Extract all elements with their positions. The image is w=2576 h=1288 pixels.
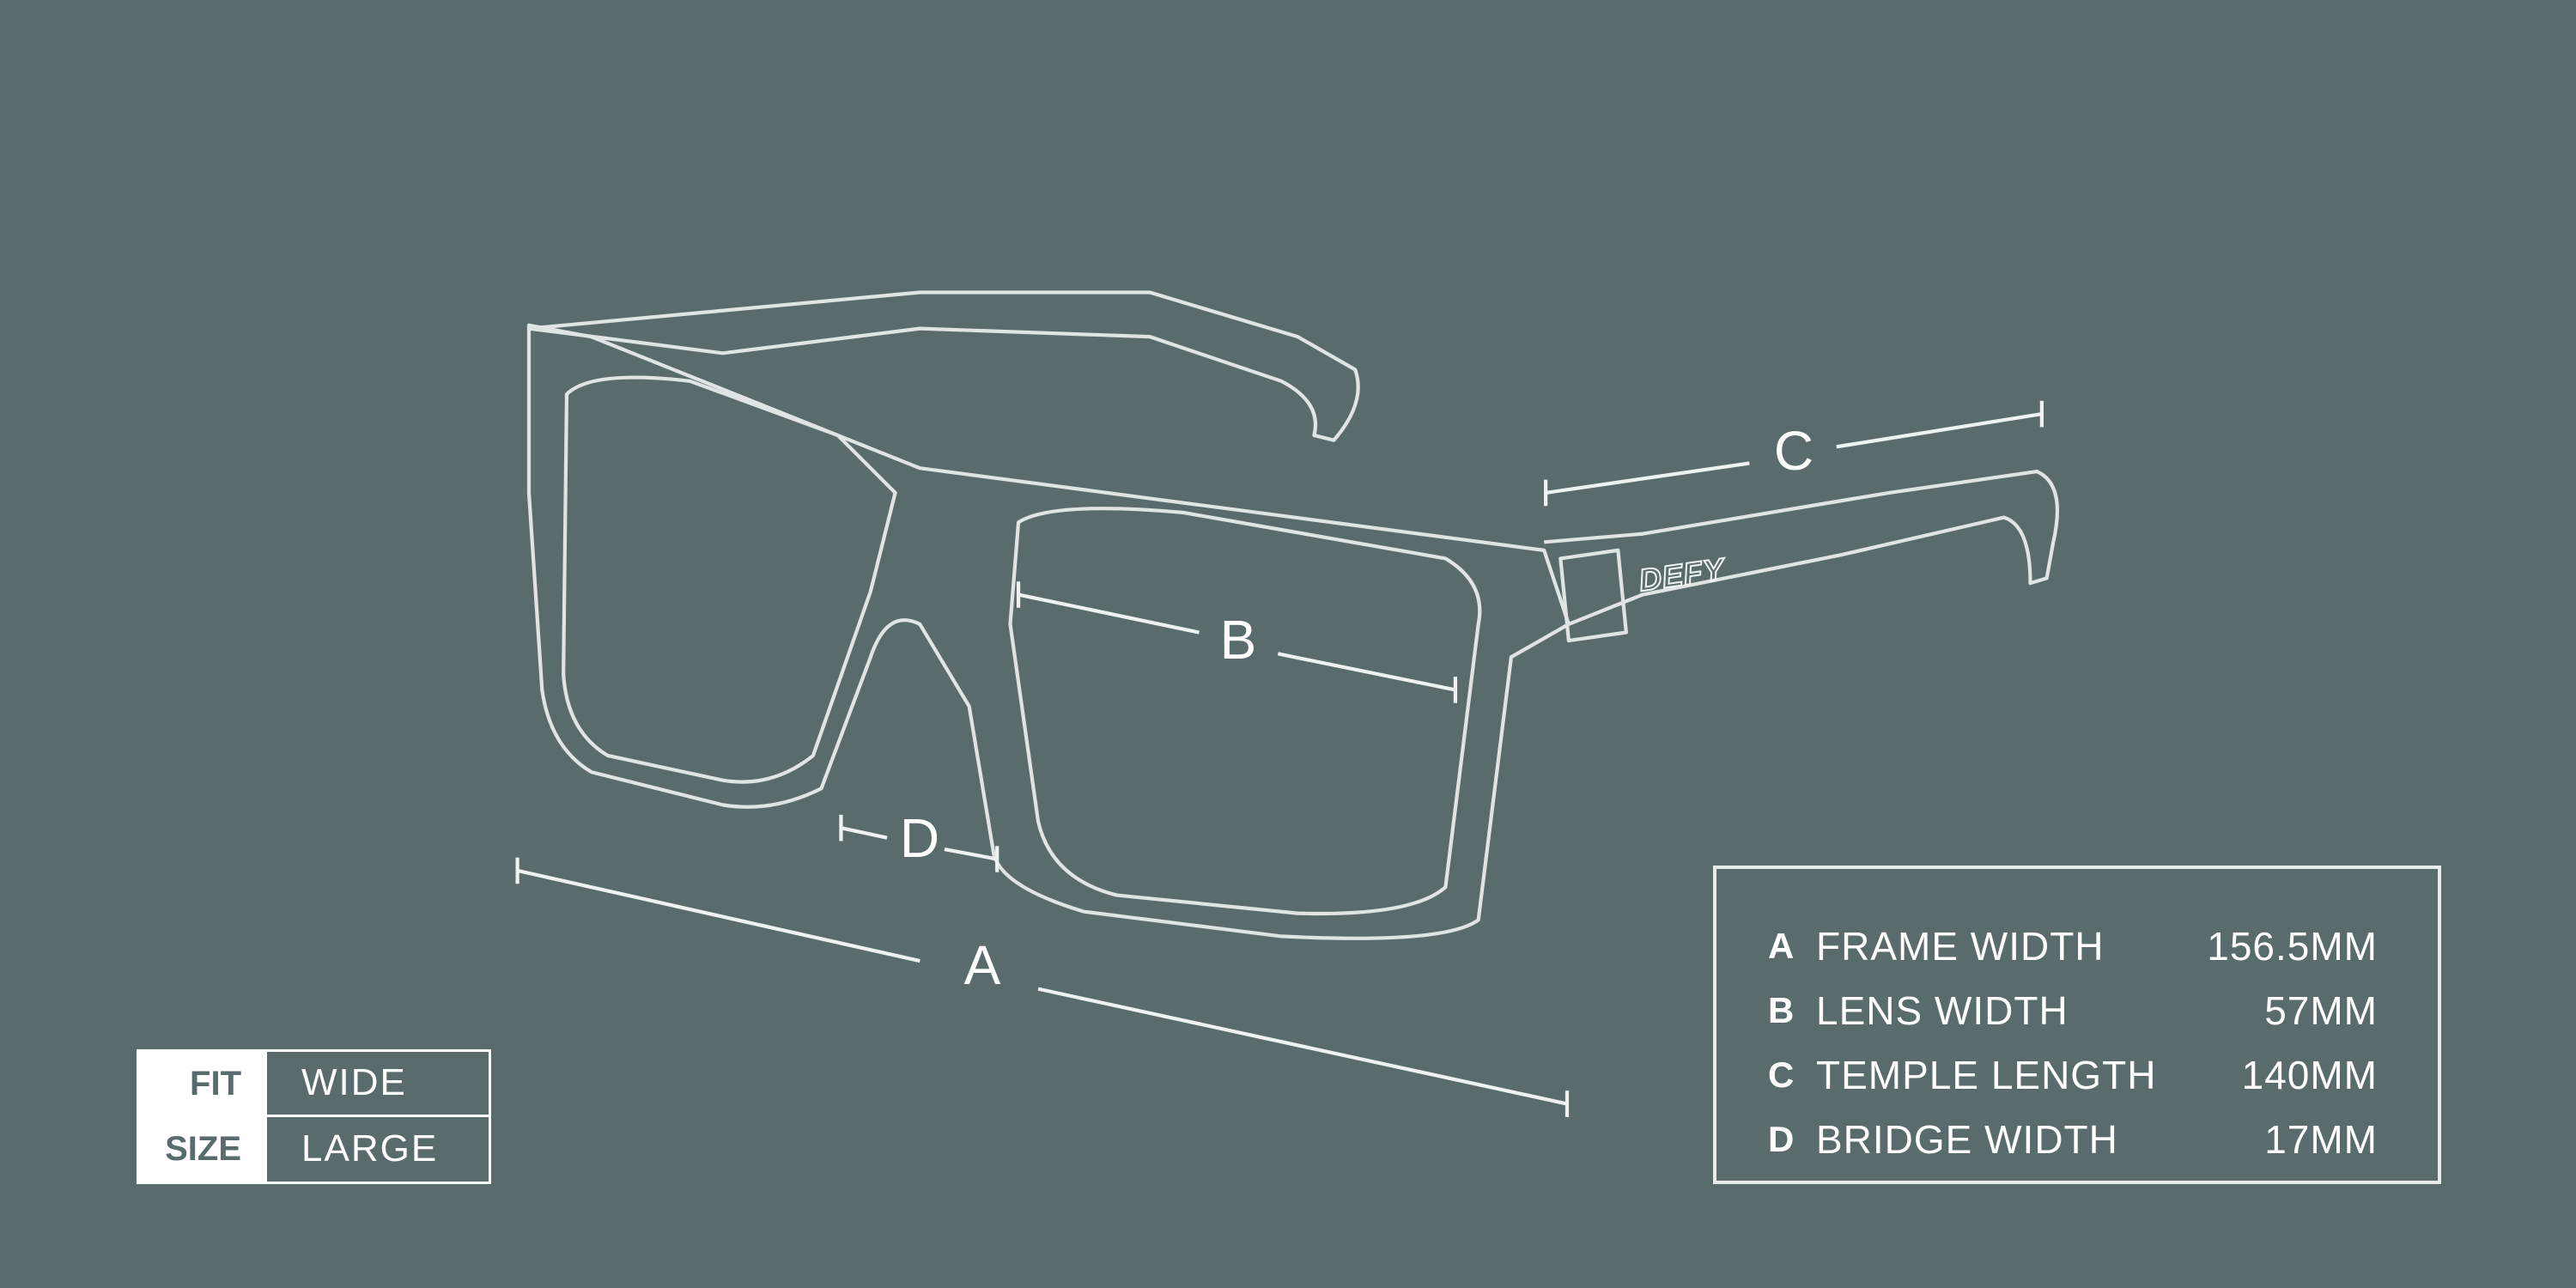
dimension-label-a: A [964, 934, 1001, 996]
spec-name: BRIDGE WIDTH [1816, 1116, 2118, 1162]
dimension-label-b: B [1220, 609, 1257, 671]
dimension-line-c [1544, 400, 2044, 507]
dimension-line-a [515, 857, 1570, 1117]
spec-name: FRAME WIDTH [1816, 923, 2105, 969]
spec-name: TEMPLE LENGTH [1816, 1052, 2157, 1097]
spec-key: A [1768, 925, 1795, 966]
sunglasses-illustration [526, 290, 2060, 940]
spec-value: 17MM [2264, 1116, 2378, 1162]
size-label: SIZE [139, 1116, 267, 1182]
spec-row-bridge-width: D BRIDGE WIDTH 17MM [1768, 1107, 2378, 1171]
spec-value: 57MM [2264, 987, 2378, 1033]
fit-value: WIDE [267, 1052, 489, 1117]
spec-key: D [1768, 1118, 1795, 1159]
dimension-line-b [1016, 581, 1458, 703]
spec-value: 156.5MM [2207, 923, 2378, 969]
fit-label: FIT [139, 1052, 267, 1117]
brand-logo: DEFY [1637, 551, 1728, 598]
spec-row-frame-width: A FRAME WIDTH 156.5MM [1768, 914, 2378, 978]
spec-row-temple-length: C TEMPLE LENGTH 140MM [1768, 1042, 2378, 1107]
dimension-line-d [839, 814, 999, 872]
size-value: LARGE [301, 1127, 439, 1170]
spec-row-lens-width: B LENS WIDTH 57MM [1768, 978, 2378, 1042]
spec-table: A FRAME WIDTH 156.5MM B LENS WIDTH 57MM … [1713, 866, 2441, 1184]
spec-key: C [1768, 1054, 1795, 1095]
spec-name: LENS WIDTH [1816, 987, 2069, 1033]
spec-value: 140MM [2241, 1052, 2378, 1097]
dimension-label-c: C [1774, 420, 1814, 482]
spec-key: B [1768, 989, 1795, 1030]
dimension-label-d: D [900, 807, 939, 869]
fit-size-table: FIT WIDE SIZE LARGE [137, 1049, 491, 1184]
